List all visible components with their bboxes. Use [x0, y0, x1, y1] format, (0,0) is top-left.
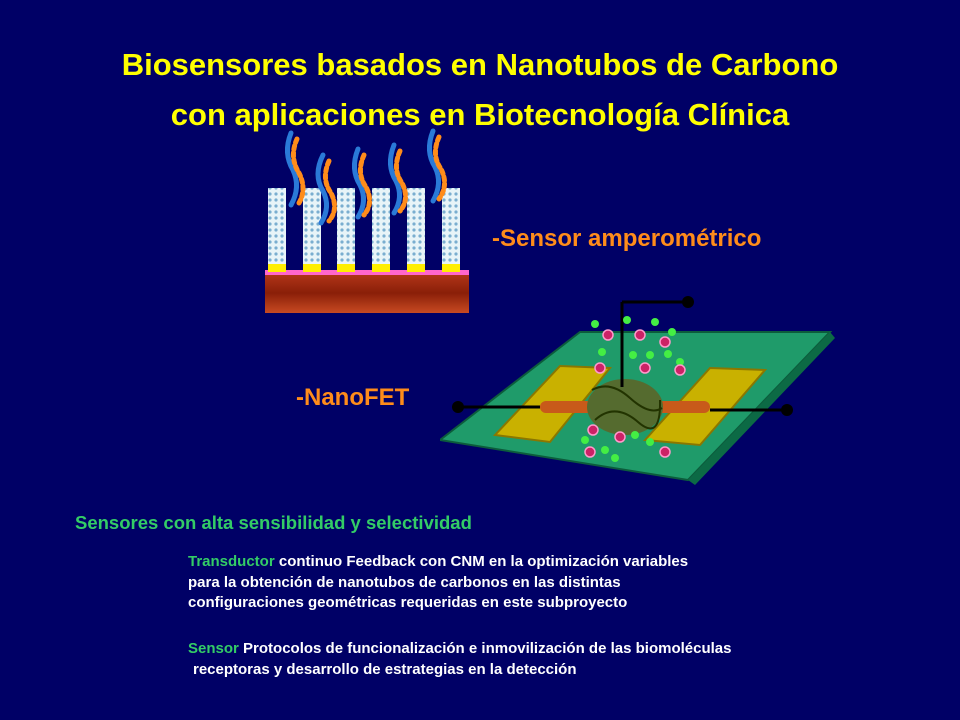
- nanofet-illustration: [440, 296, 835, 485]
- nanofet-label: -NanoFET: [296, 384, 409, 412]
- sensor-line-1: Protocolos de funcionalización e inmovil…: [243, 640, 732, 657]
- label-dash: -: [492, 225, 500, 252]
- title-line-1: Biosensores basados en Nanotubos de Carb…: [121, 47, 839, 82]
- title-line-2: con aplicaciones en Biotecnología Clínic…: [170, 97, 790, 132]
- transductor-line-3: configuraciones geométricas requeridas e…: [188, 594, 628, 611]
- nanofet-text: NanoFET: [304, 384, 410, 411]
- amperometric-sensor-illustration: [265, 128, 469, 313]
- label-dash: -: [296, 384, 304, 411]
- dna-strands: [285, 128, 447, 226]
- amperometric-label: -Sensor amperométrico: [492, 225, 761, 253]
- transductor-key: Transductor: [188, 553, 275, 570]
- amperometric-text: Sensor amperométrico: [500, 225, 762, 252]
- transductor-paragraph: Transductor continuo Feedback con CNM en…: [188, 552, 688, 614]
- analyte-particles: [581, 316, 686, 462]
- sensor-key: Sensor: [188, 640, 239, 657]
- slide-title: Biosensores basados en Nanotubos de Carb…: [0, 40, 960, 140]
- transductor-line-1: continuo Feedback con CNM en la optimiza…: [278, 553, 689, 570]
- transductor-line-2: para la obtención de nanotubos de carbon…: [188, 573, 621, 591]
- nanotube-array: [268, 188, 460, 272]
- sensitivity-heading: Sensores con alta sensibilidad y selecti…: [75, 512, 472, 533]
- sensor-paragraph: Sensor Protocolos de funcionalización e …: [188, 639, 731, 680]
- sensor-line-2: receptoras y desarrollo de estrategias e…: [193, 660, 577, 678]
